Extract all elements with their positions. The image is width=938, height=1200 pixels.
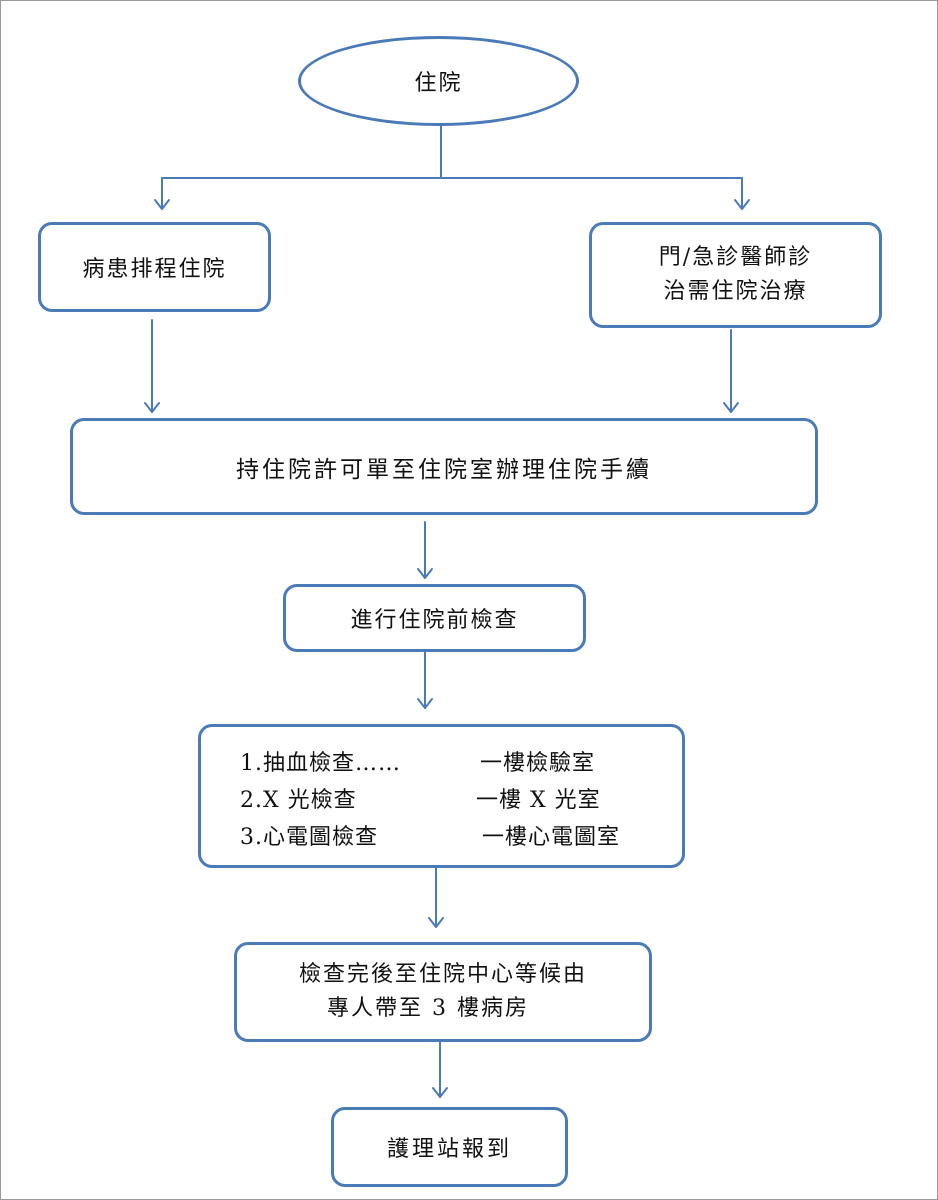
exam-name: 1.抽血檢查……	[240, 751, 401, 776]
arrowhead-scheduled-to-procedure	[144, 402, 160, 413]
scheduled-admission-label: 病患排程住院	[82, 257, 227, 282]
doctor-diagnosis-box: 門/急診醫師診 治需住院治療	[589, 222, 882, 328]
arrowhead-procedure-to-exam	[417, 568, 433, 579]
arrowhead-right-drop	[734, 199, 750, 210]
admission-procedure-box: 持住院許可單至住院室辦理住院手續	[70, 418, 818, 515]
start-node: 住院	[298, 36, 579, 126]
pre-admission-exam-label: 進行住院前檢查	[350, 608, 519, 633]
report-station-box: 護理站報到	[331, 1107, 568, 1187]
exam-list: 1.抽血檢查…… 一樓檢驗室 2.X 光檢查 一樓 X 光室 3.心電圖檢查 一…	[240, 745, 660, 856]
exam-row: 2.X 光檢查 一樓 X 光室	[240, 782, 660, 819]
start-label: 住院	[414, 71, 463, 96]
exam-row: 1.抽血檢查…… 一樓檢驗室	[240, 745, 660, 782]
wait-for-escort-line-2: 專人帶至 3 樓病房	[327, 996, 529, 1021]
arrowhead-diagnosis-to-procedure	[723, 402, 739, 413]
pre-admission-exam-box: 進行住院前檢查	[283, 584, 586, 652]
exam-location: 一樓心電圖室	[482, 825, 621, 850]
report-station-label: 護理站報到	[386, 1137, 512, 1162]
exam-location: 一樓檢驗室	[480, 751, 596, 776]
arrowhead-wait-to-report	[432, 1087, 448, 1098]
doctor-diagnosis-line-1: 門/急診醫師診	[658, 245, 813, 270]
arrowhead-exam-to-list	[417, 698, 433, 709]
exam-location: 一樓 X 光室	[476, 788, 601, 813]
exam-name: 3.心電圖檢查	[240, 825, 378, 850]
exam-row: 3.心電圖檢查 一樓心電圖室	[240, 819, 660, 856]
doctor-diagnosis-line-2: 治需住院治療	[663, 279, 808, 304]
admission-procedure-label: 持住院許可單至住院室辦理住院手續	[236, 456, 652, 483]
exam-name: 2.X 光檢查	[240, 788, 357, 813]
arrowhead-left-drop	[154, 199, 170, 210]
scheduled-admission-box: 病患排程住院	[38, 222, 271, 312]
arrowhead-list-to-wait	[428, 917, 444, 928]
wait-for-escort-box: 檢查完後至住院中心等候由 專人帶至 3 樓病房	[234, 942, 652, 1042]
wait-for-escort-line-1: 檢查完後至住院中心等候由	[298, 962, 587, 987]
exam-list-box	[198, 724, 685, 868]
